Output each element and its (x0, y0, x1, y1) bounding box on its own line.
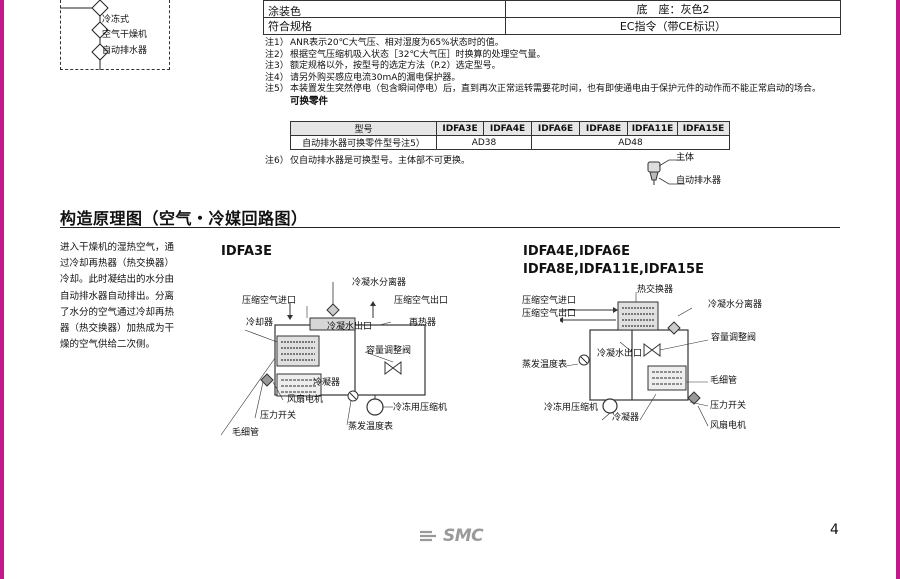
note-number: 注4） (265, 72, 289, 83)
diagram-b-label-valve: 容量调整阀 (711, 333, 757, 343)
note-text: 仅自动排水器是可换型号。主体部不可更换。 (290, 156, 471, 166)
diagram-b-label-outlet: 压缩空气出口 (522, 309, 577, 319)
diagram-b-label-compressor: 冷冻用压缩机 (544, 403, 599, 413)
parts-model: IDFA15E (677, 121, 730, 136)
diagram-a-label-drain: 冷凝水出口 (327, 322, 373, 332)
diagram-b-label-inlet: 压缩空气进口 (522, 296, 577, 306)
note-number: 注2） (265, 49, 289, 60)
parts-model: IDFA11E (627, 121, 678, 136)
diagram-b-title: IDFA4E,IDFA6E (523, 244, 630, 259)
parts-model: IDFA8E (579, 121, 628, 136)
diagram-a-label-evap: 蒸发温度表 (348, 422, 394, 432)
spec-value: 底 座：灰色2 (505, 0, 841, 18)
symbol-label: 冷冻式 (102, 15, 130, 25)
diagram-b-label-condenser: 冷凝器 (612, 413, 640, 423)
table-row: 符合规格 EC指令（带CE标识） (263, 17, 841, 35)
intro-line: 了水分的空气通过冷却再热 (60, 306, 175, 318)
page-edge-left (0, 0, 4, 579)
note-number: 注6） (265, 156, 289, 166)
intro-line: 进入干燥机的湿热空气，通 (60, 242, 175, 253)
diagram-a-label-reheater: 再热器 (409, 318, 437, 328)
spec-table: 涂装色 底 座：灰色2 符合规格 EC指令（带CE标识） (263, 0, 841, 35)
diagram-a-label-capillary: 毛细管 (232, 428, 260, 438)
note-item: 注2）根据空气压缩机吸入状态［32℃大气压］时换算的处理空气量。 (265, 50, 845, 62)
note-text: 请另外购买感应电流30mA的漏电保护器。 (290, 72, 461, 83)
intro-paragraph: 进入干燥机的湿热空气，通 过冷却再热器（热交换器） 冷却。此时凝结出的水分由 自… (60, 240, 200, 353)
note-item: 注3）额定规格以外，按型号的选定方法（P.2）选定型号。 (265, 61, 845, 73)
intro-line: 冷却。此时凝结出的水分由 (60, 274, 175, 286)
diagram-a-label-switch: 压力开关 (260, 411, 297, 421)
parts-title: 可换零件 (290, 95, 329, 107)
diagram-b-label-drain: 冷凝水出口 (597, 349, 643, 359)
note-number: 注3） (265, 61, 289, 71)
diagram-a-label-fan: 风扇电机 (287, 395, 324, 405)
dryer-symbol-box (60, 0, 170, 70)
diagram-b-label-capillary: 毛细管 (710, 376, 738, 386)
diagram-a-label-outlet: 压缩空气出口 (394, 296, 449, 306)
note-text: ANR表示20℃大气压、相对湿度为65%状态时的值。 (290, 38, 504, 48)
callout-body: 主体 (676, 153, 695, 163)
note-item: 注1）ANR表示20℃大气压、相对湿度为65%状态时的值。 (265, 38, 845, 50)
note-item: 注6） 仅自动排水器是可换型号。主体部不可更换。 (265, 153, 470, 166)
table-row: 涂装色 底 座：灰色2 (263, 0, 841, 18)
smc-logo-icon (420, 530, 436, 542)
brand-logo: SMC (418, 526, 484, 546)
parts-model: IDFA4E (483, 121, 532, 136)
section-title: 构造原理图（空气・冷媒回路图） (60, 209, 308, 228)
intro-line: 过冷却再热器（热交换器） (60, 258, 175, 270)
note-number: 注1） (265, 38, 289, 48)
page-edge-right (896, 0, 900, 579)
spec-label: 涂装色 (263, 0, 506, 18)
parts-model: IDFA3E (436, 121, 484, 136)
symbol-label: 自动排水器 (102, 46, 148, 56)
diagram-a-label-condenser: 冷凝器 (313, 378, 341, 388)
note-text: 额定规格以外，按型号的选定方法（P.2）选定型号。 (290, 61, 501, 71)
spec-label: 符合规格 (263, 17, 506, 35)
parts-table: 型号 IDFA3E IDFA4E IDFA6E IDFA8E IDFA11E I… (290, 121, 730, 150)
note-text: 根据空气压缩机吸入状态［32℃大气压］时换算的处理空气量。 (290, 49, 546, 60)
parts-header-label: 型号 (290, 121, 437, 136)
callout-lines (658, 159, 685, 185)
diagram-b-label-fan: 风扇电机 (710, 421, 747, 431)
symbol-label: 空气干燥机 (102, 30, 148, 40)
diagram-b-label-switch: 压力开关 (710, 401, 747, 411)
note-number: 注5） (265, 84, 289, 94)
diagram-b-label-separator: 冷凝水分离器 (708, 300, 763, 310)
diagram-a-label-compressor: 冷冻用压缩机 (393, 403, 448, 413)
parts-value: AD48 (531, 135, 730, 150)
callout-drain: 自动排水器 (676, 176, 722, 186)
diagram-b-label-evap: 蒸发温度表 (522, 360, 568, 370)
section-divider (60, 227, 840, 228)
note-text: 本装置发生突然停电（包含瞬间停电）后，直到再次正常运转需要花时间，也有即使通电由… (290, 84, 822, 94)
intro-line: 自动排水器自动排出。分离 (60, 290, 175, 302)
diagram-a-circuit (220, 282, 426, 436)
diagram-b-label-exchanger: 热交换器 (637, 285, 674, 295)
table-row: 型号 IDFA3E IDFA4E IDFA6E IDFA8E IDFA11E I… (290, 121, 730, 136)
table-row: 自动排水器可换零件型号注5） AD38 AD48 (290, 135, 730, 150)
parts-value: AD38 (436, 135, 532, 150)
parts-row-label: 自动排水器可换零件型号注5） (290, 135, 437, 150)
diagram-a-label-cooler: 冷却器 (246, 318, 274, 328)
dryer-symbol-icon (60, 0, 109, 70)
brand-logo-text: SMC (443, 526, 484, 546)
intro-line: 燥的空气供给二次侧。 (60, 339, 156, 351)
spec-value: EC指令（带CE标识） (505, 17, 841, 35)
intro-line: 器（热交换器）加热成为干 (60, 323, 175, 335)
notes-list: 注1）ANR表示20℃大气压、相对湿度为65%状态时的值。 注2）根据空气压缩机… (265, 38, 845, 107)
diagram-a-label-valve: 容量调整阀 (366, 346, 412, 356)
diagram-a-label-separator: 冷凝水分离器 (352, 278, 407, 288)
note-item: 注4）请另外购买感应电流30mA的漏电保护器。 (265, 73, 845, 85)
diagram-b-title: IDFA8E,IDFA11E,IDFA15E (523, 262, 704, 277)
diagram-a-label-inlet: 压缩空气进口 (242, 296, 297, 306)
diagram-a-title: IDFA3E (221, 244, 273, 259)
drain-illustration-icon (647, 161, 661, 185)
diagram-b-circuit (560, 292, 709, 427)
page-number: 4 (830, 522, 839, 538)
note-item: 注5）本装置发生突然停电（包含瞬间停电）后，直到再次正常运转需要花时间，也有即使… (265, 84, 845, 96)
parts-model: IDFA6E (531, 121, 580, 136)
